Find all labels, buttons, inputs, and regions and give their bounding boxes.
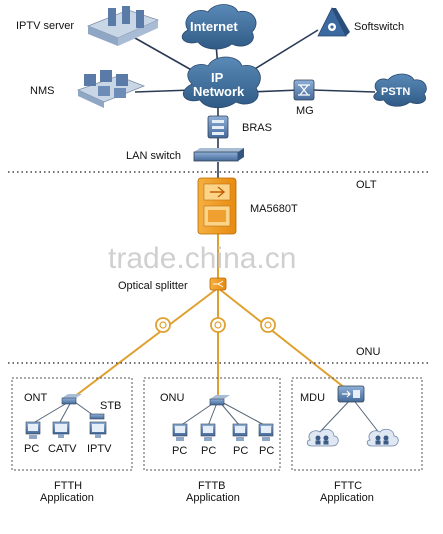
mg-label: MG xyxy=(296,105,314,117)
ont-icon xyxy=(61,394,82,405)
ftth-box xyxy=(11,377,133,471)
nms-icon xyxy=(76,70,146,108)
ftth-device-label: CATV xyxy=(48,443,77,455)
mg-icon xyxy=(293,79,315,101)
stb-icon xyxy=(89,413,105,420)
fttb-box xyxy=(143,377,281,471)
fttc-box xyxy=(291,377,423,471)
optical-splitter-icon xyxy=(209,277,227,291)
iptv-server-label: IPTV server xyxy=(16,20,74,32)
fttb-caption-line2: Application xyxy=(186,492,240,504)
ip-network-label-line1: IP xyxy=(211,70,224,85)
ip-network-cloud: IP Network xyxy=(182,56,261,109)
fttc-caption-line1: FTTC xyxy=(334,480,362,492)
pc-icon xyxy=(172,423,188,441)
pstn-label: PSTN xyxy=(381,86,410,98)
lan-switch-label: LAN switch xyxy=(126,150,181,162)
fttb-device-label: PC xyxy=(172,445,187,457)
fttb-caption-line1: FTTB xyxy=(198,480,226,492)
bras-label: BRAS xyxy=(242,122,272,134)
lan-switch-icon xyxy=(193,148,244,162)
user-group-cloud-icon xyxy=(366,428,399,447)
pc-icon xyxy=(25,421,41,439)
nms-label: NMS xyxy=(30,85,54,97)
ma5680t-icon xyxy=(197,177,237,235)
stb-label: STB xyxy=(100,400,121,412)
fiber-links xyxy=(69,232,351,401)
fttb-device-label: PC xyxy=(201,445,216,457)
ont-label: ONT xyxy=(24,392,48,404)
fiber-coil-icon xyxy=(155,317,171,333)
fttb-device-label: PC xyxy=(233,445,248,457)
fiber-coil-icon xyxy=(260,317,276,333)
mdu-icon xyxy=(337,385,365,403)
ftth-caption-line1: FTTH xyxy=(54,480,82,492)
user-group-cloud-icon xyxy=(306,428,339,447)
iptv-tv-icon xyxy=(89,421,107,438)
ip-network-label-line2: Network xyxy=(193,84,245,99)
onu-layer-label: ONU xyxy=(356,346,381,358)
ftth-caption-line2: Application xyxy=(40,492,94,504)
optical-splitter-label: Optical splitter xyxy=(118,280,188,292)
pc-icon xyxy=(232,423,248,441)
onu-icon xyxy=(209,395,230,406)
softswitch-icon xyxy=(317,7,350,37)
internet-cloud: Internet xyxy=(181,4,257,50)
pstn-cloud: PSTN xyxy=(373,73,427,107)
iptv-server-icon xyxy=(86,6,160,46)
pc-icon xyxy=(258,423,274,441)
ma5680t-label: MA5680T xyxy=(250,203,298,215)
softswitch-label: Softswitch xyxy=(354,21,404,33)
fttb-onu-label: ONU xyxy=(160,392,185,404)
ftth-device-label: IPTV xyxy=(87,443,112,455)
fiber-coil-icon xyxy=(210,317,226,333)
pc-icon xyxy=(200,423,216,441)
internet-label: Internet xyxy=(190,19,238,34)
mdu-label: MDU xyxy=(300,392,325,404)
fttb-device-label: PC xyxy=(259,445,274,457)
olt-layer-label: OLT xyxy=(356,179,377,191)
catv-icon xyxy=(52,421,70,438)
fttc-caption-line2: Application xyxy=(320,492,374,504)
ftth-device-label: PC xyxy=(24,443,39,455)
watermark: trade.china.cn xyxy=(108,242,296,275)
bras-icon xyxy=(207,115,229,139)
